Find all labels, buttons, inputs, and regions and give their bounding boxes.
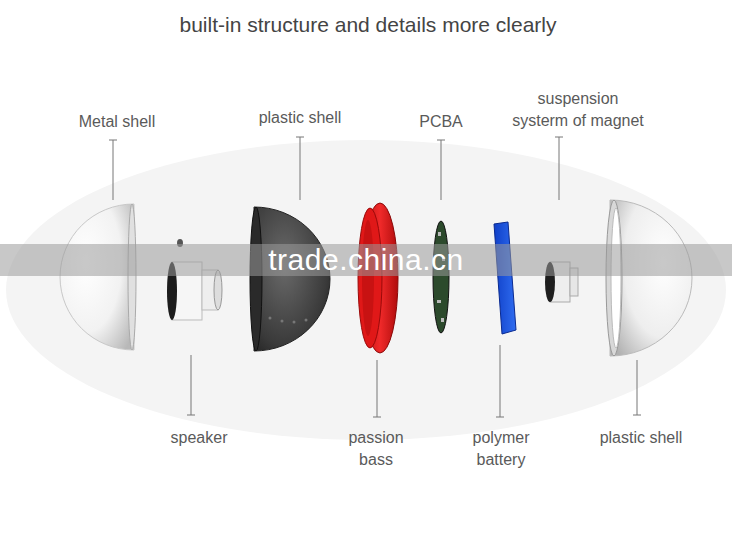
watermark: trade.china.cn <box>268 243 463 277</box>
part-label: PCBA <box>419 111 463 133</box>
part-label: passion bass <box>340 427 412 471</box>
polymer-battery <box>494 222 516 334</box>
part-label: plastic shell <box>259 107 342 129</box>
part-label: speaker <box>171 427 228 449</box>
part-label: suspension systerm of magnet <box>510 88 646 132</box>
part-label: plastic shell <box>600 427 683 449</box>
plastic-shell-white <box>606 200 692 356</box>
passion-bass-ring <box>358 203 398 353</box>
watermark-band <box>0 244 732 276</box>
part-label: Metal shell <box>79 111 155 133</box>
leader-lines <box>109 137 641 417</box>
diagram-title: built-in structure and details more clea… <box>180 12 557 38</box>
pcba-board <box>433 221 449 333</box>
plastic-shell-dark <box>250 207 330 351</box>
metal-shell <box>60 204 136 350</box>
part-label: polymer battery <box>465 427 537 471</box>
